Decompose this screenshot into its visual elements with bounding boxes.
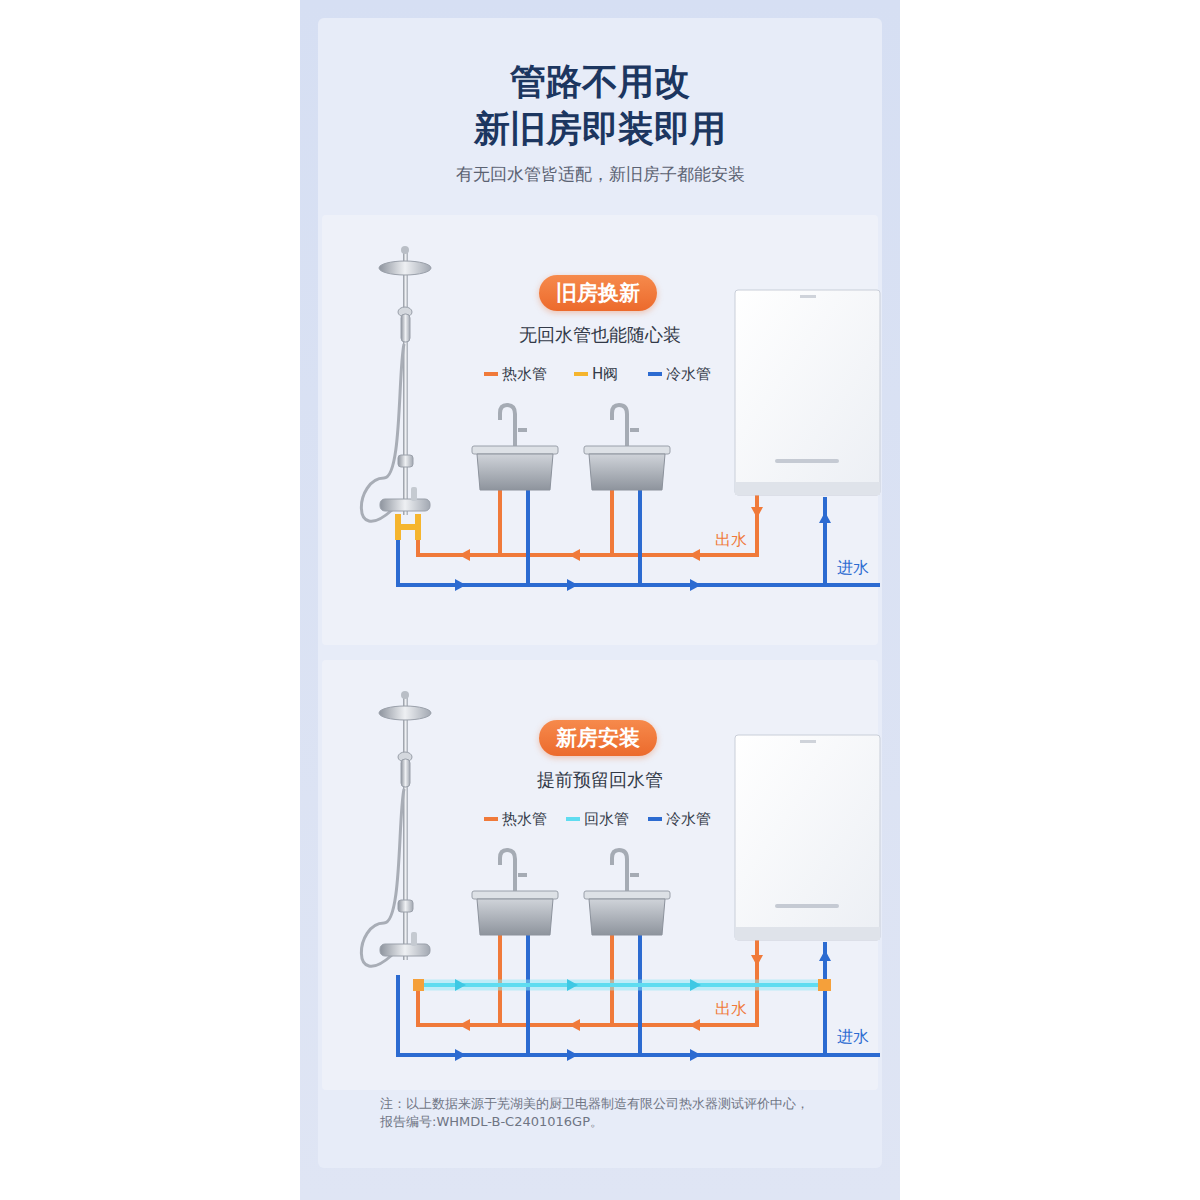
panel-subtitle: 无回水管也能随心装 [519, 324, 681, 346]
legend-item: 热水管 [484, 810, 547, 828]
water-heater [735, 735, 880, 940]
hot-arrows [459, 955, 763, 1031]
legend-text: 回水管 [584, 810, 629, 828]
sink [584, 850, 670, 935]
cold-riser [528, 490, 825, 585]
arrow [819, 512, 831, 523]
pipe-label: 进水 [837, 558, 869, 577]
shower-set [361, 246, 431, 521]
arrow [567, 979, 578, 991]
legend-text: 冷水管 [666, 365, 711, 383]
legend-text: 冷水管 [666, 810, 711, 828]
arrow [751, 955, 763, 966]
fitting [413, 979, 424, 991]
arrow [455, 979, 466, 991]
badge-text: 新房安装 [556, 725, 640, 751]
footnote: 注：以上数据来源于芜湖美的厨卫电器制造有限公司热水器测试评价中心， 报告编号:W… [380, 1095, 860, 1131]
arrow [569, 1019, 580, 1031]
legend-swatch [574, 372, 588, 376]
title-badge: 新房安装 [539, 720, 657, 756]
legend-item: 回水管 [566, 810, 629, 828]
hot-riser [500, 490, 612, 555]
return-arrows [455, 979, 701, 991]
pipe-label: 出水 [715, 530, 747, 549]
legend-swatch [484, 817, 498, 821]
arrow [459, 549, 470, 561]
title-badge: 旧房换新 [539, 275, 657, 311]
page-title: 管路不用改 新旧房即装即用 [450, 58, 750, 152]
arrow [567, 1049, 578, 1061]
fitting [818, 979, 831, 991]
legend-text: H阀 [592, 365, 618, 383]
pipes [398, 490, 880, 585]
cold-arrows [455, 512, 831, 591]
legend-item: H阀 [574, 365, 618, 383]
arrow [567, 579, 578, 591]
arrow [819, 950, 831, 961]
sink [584, 405, 670, 490]
hot-pipe [418, 495, 757, 555]
arrow [689, 549, 700, 561]
hot-arrows [459, 507, 763, 561]
panel-subtitle: 提前预留回水管 [537, 769, 663, 791]
pipe-label: 出水 [715, 999, 747, 1018]
legend-item: 冷水管 [648, 365, 711, 383]
arrow [569, 549, 580, 561]
legend-swatch [648, 372, 662, 376]
shower-set [361, 691, 431, 966]
arrow [690, 579, 701, 591]
sink [472, 850, 558, 935]
legend-swatch [484, 372, 498, 376]
legend-item: 冷水管 [648, 810, 711, 828]
pipe-label: 进水 [837, 1027, 869, 1046]
legend-item: 热水管 [484, 365, 547, 383]
arrow [689, 1019, 700, 1031]
legend-swatch [648, 817, 662, 821]
pipes [398, 935, 880, 1055]
badge-text: 旧房换新 [556, 280, 640, 306]
arrow [459, 1019, 470, 1031]
legend-swatch [566, 817, 580, 821]
arrow [690, 979, 701, 991]
subtitle: 有无回水管皆适配，新旧房子都能安装 [456, 164, 745, 184]
card [318, 18, 882, 1168]
return-glow [424, 980, 820, 991]
h-valve-bar [395, 524, 421, 530]
cold-arrows [455, 950, 831, 1061]
arrow [751, 507, 763, 518]
legend-text: 热水管 [502, 810, 547, 828]
arrow [690, 1049, 701, 1061]
sink [472, 405, 558, 490]
page-ground [300, 0, 900, 1200]
return-pipe [424, 983, 820, 987]
legend-text: 热水管 [502, 365, 547, 383]
h-valve [395, 514, 421, 540]
water-heater [735, 290, 880, 495]
arrow [455, 1049, 466, 1061]
arrow [455, 579, 466, 591]
cold-riser [528, 935, 825, 1055]
